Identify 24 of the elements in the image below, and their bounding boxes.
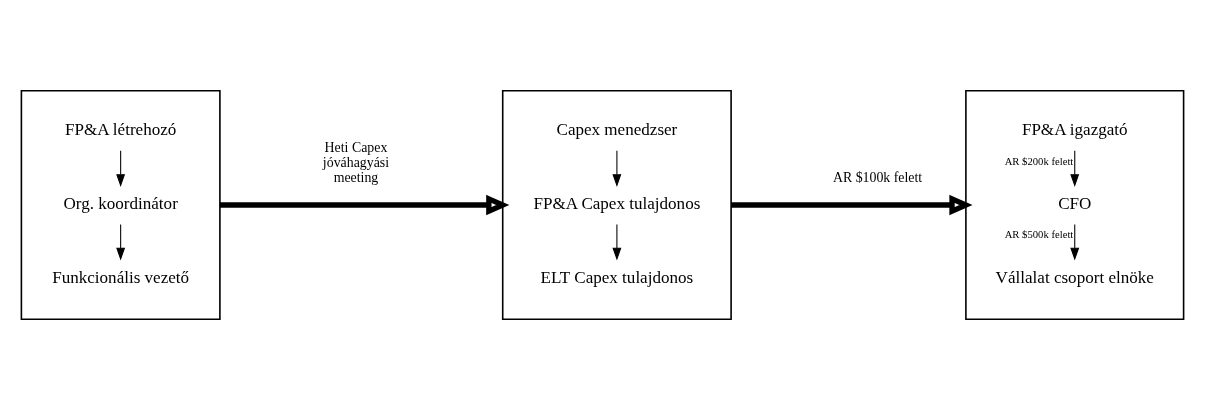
arrow [1070, 223, 1080, 261]
node-text: Org. koordinátor [63, 194, 178, 214]
node-text: Funkcionális vezető [52, 267, 190, 287]
arrow [612, 223, 622, 261]
arrow [731, 194, 973, 216]
node-text: FP&A igazgató [1021, 120, 1128, 140]
node-text: ELT Capex tulajdonos [540, 267, 694, 287]
cluster [20, 90, 221, 320]
edge-label: AR $200k felett [1004, 154, 1074, 167]
edge-label: Heti Capex jóváhagyási meeting [322, 140, 390, 185]
arrow [116, 223, 126, 261]
node-text: Capex menedzser [556, 120, 678, 140]
cluster [965, 90, 1185, 320]
node-text: Vállalat csoport elnöke [995, 267, 1154, 287]
edge-label: AR $500k felett [1004, 228, 1074, 241]
node-text: CFO [1058, 194, 1092, 214]
arrow [1070, 150, 1080, 187]
edge-label: AR $100k felett [832, 169, 923, 185]
arrow [116, 150, 126, 187]
arrow [612, 150, 622, 187]
node-text: FP&A létrehozó [64, 120, 177, 140]
node-text: FP&A Capex tulajdonos [533, 194, 701, 214]
cluster [501, 90, 732, 320]
arrow [219, 194, 510, 216]
